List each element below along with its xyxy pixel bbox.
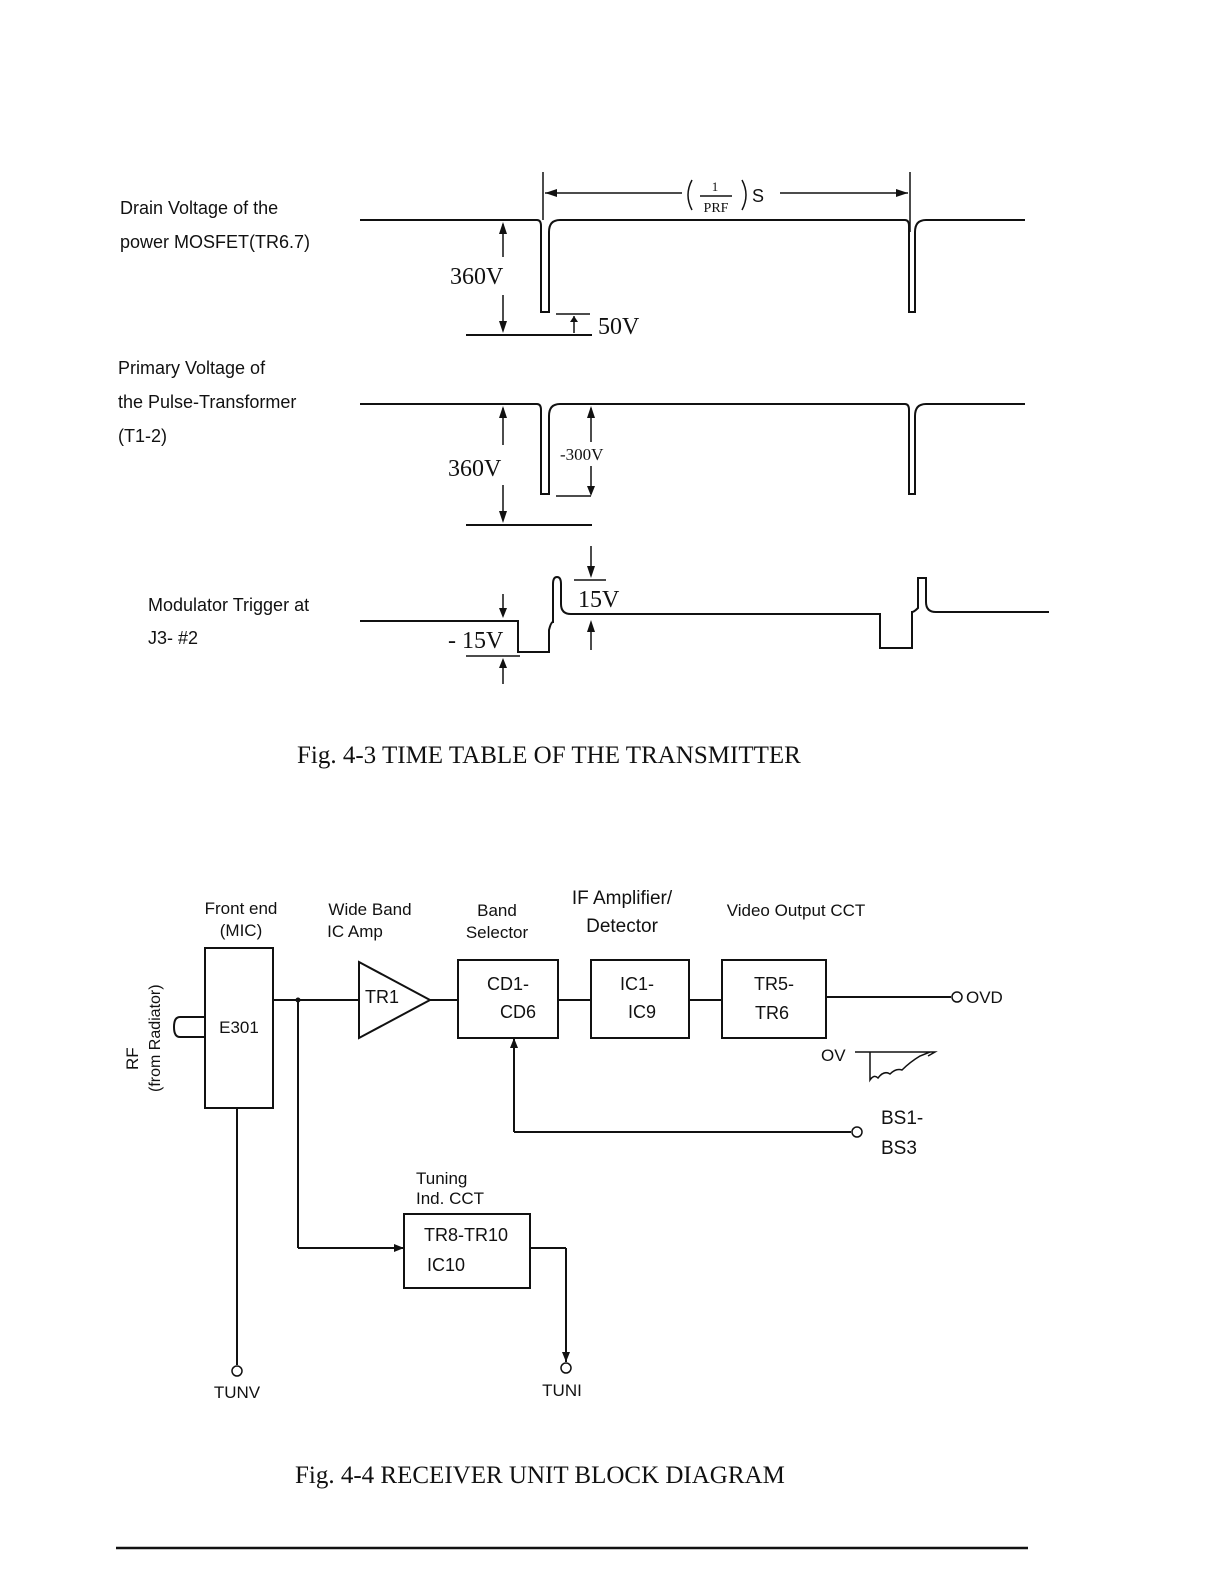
front-end-subtitle: (MIC) bbox=[220, 921, 262, 940]
modulator-15v-label: 15V bbox=[578, 587, 620, 613]
ov-waveform bbox=[855, 1051, 938, 1083]
drain-360v-label: 360V bbox=[450, 264, 504, 290]
band-selector-subtitle: Selector bbox=[466, 923, 529, 942]
video-output-title: Video Output CCT bbox=[727, 901, 866, 920]
period-indicator: 1 PRF S bbox=[542, 172, 911, 232]
primary-360v-label: 360V bbox=[448, 456, 502, 482]
drain-label-line-1: Drain Voltage of the bbox=[120, 198, 278, 218]
band-selector-box bbox=[457, 959, 559, 1039]
video-output-box-line-2: TR6 bbox=[755, 1003, 789, 1023]
rf-source-label: (from Radiator) bbox=[147, 984, 164, 1092]
fig-4-4-caption: Fig. 4-4 RECEIVER UNIT BLOCK DIAGRAM bbox=[295, 1462, 785, 1489]
primary-voltage-waveform: Primary Voltage of the Pulse-Transformer… bbox=[118, 358, 1025, 526]
period-denominator: PRF bbox=[704, 201, 729, 216]
ovd-label: OVD bbox=[966, 988, 1003, 1007]
tuni-terminal bbox=[560, 1362, 572, 1374]
tuning-box-line-2: IC10 bbox=[427, 1255, 465, 1275]
video-output-box bbox=[721, 959, 827, 1039]
bs-label-line-1: BS1- bbox=[881, 1108, 923, 1129]
drain-voltage-waveform: Drain Voltage of the power MOSFET(TR6.7)… bbox=[120, 198, 1025, 340]
primary-300v-label: -300V bbox=[560, 445, 604, 464]
tunv-terminal bbox=[231, 1365, 243, 1377]
primary-label-line-3: (T1-2) bbox=[118, 426, 167, 446]
band-selector-box-line-2: CD6 bbox=[500, 1002, 536, 1022]
if-amplifier-box-line-2: IC9 bbox=[628, 1002, 656, 1022]
tuning-box-line-1: TR8-TR10 bbox=[424, 1225, 508, 1245]
period-numerator: 1 bbox=[712, 179, 719, 194]
bs-terminal bbox=[851, 1126, 863, 1138]
tuning-subtitle: Ind. CCT bbox=[416, 1189, 484, 1208]
modulator-trigger-waveform: Modulator Trigger at J3- #2 15V - 15V bbox=[148, 546, 1049, 684]
wide-band-title: Wide Band bbox=[328, 900, 411, 919]
primary-label-line-1: Primary Voltage of bbox=[118, 358, 266, 378]
ovd-terminal bbox=[951, 991, 963, 1003]
modulator-label-line-1: Modulator Trigger at bbox=[148, 595, 309, 615]
period-unit: S bbox=[752, 186, 764, 206]
if-amplifier-box bbox=[590, 959, 690, 1039]
front-end-box-label: E301 bbox=[219, 1018, 259, 1037]
band-selector-title: Band bbox=[477, 901, 517, 920]
wide-band-subtitle: IC Amp bbox=[327, 922, 383, 941]
tuning-box bbox=[403, 1213, 531, 1289]
signal-wires bbox=[236, 996, 951, 1365]
front-end-box bbox=[204, 947, 274, 1109]
fig-4-3-caption: Fig. 4-3 TIME TABLE OF THE TRANSMITTER bbox=[297, 742, 801, 769]
if-amplifier-title: IF Amplifier/ bbox=[572, 888, 673, 909]
rf-label: RF bbox=[123, 1047, 142, 1070]
timing-diagram: 1 PRF S Drain Voltage of the power MOSFE… bbox=[118, 172, 1049, 769]
receiver-block-diagram: RF (from Radiator) Front end (MIC) E301 … bbox=[123, 888, 1003, 1489]
if-amplifier-subtitle: Detector bbox=[586, 916, 658, 937]
ov-label: OV bbox=[821, 1046, 846, 1065]
band-selector-box-line-1: CD1- bbox=[487, 974, 529, 994]
bs-label-line-2: BS3 bbox=[881, 1138, 917, 1159]
tuning-title: Tuning bbox=[416, 1169, 467, 1188]
video-output-box-line-1: TR5- bbox=[754, 974, 794, 994]
front-end-title: Front end bbox=[205, 899, 278, 918]
modulator-neg15v-label: - 15V bbox=[448, 628, 504, 654]
amplifier-label: TR1 bbox=[365, 987, 399, 1007]
tunv-label: TUNV bbox=[214, 1383, 261, 1402]
drain-label-line-2: power MOSFET(TR6.7) bbox=[120, 232, 310, 252]
drain-50v-label: 50V bbox=[598, 314, 640, 340]
if-amplifier-box-line-1: IC1- bbox=[620, 974, 654, 994]
tuni-label: TUNI bbox=[542, 1381, 582, 1400]
primary-label-line-2: the Pulse-Transformer bbox=[118, 392, 296, 412]
modulator-label-line-2: J3- #2 bbox=[148, 628, 198, 648]
